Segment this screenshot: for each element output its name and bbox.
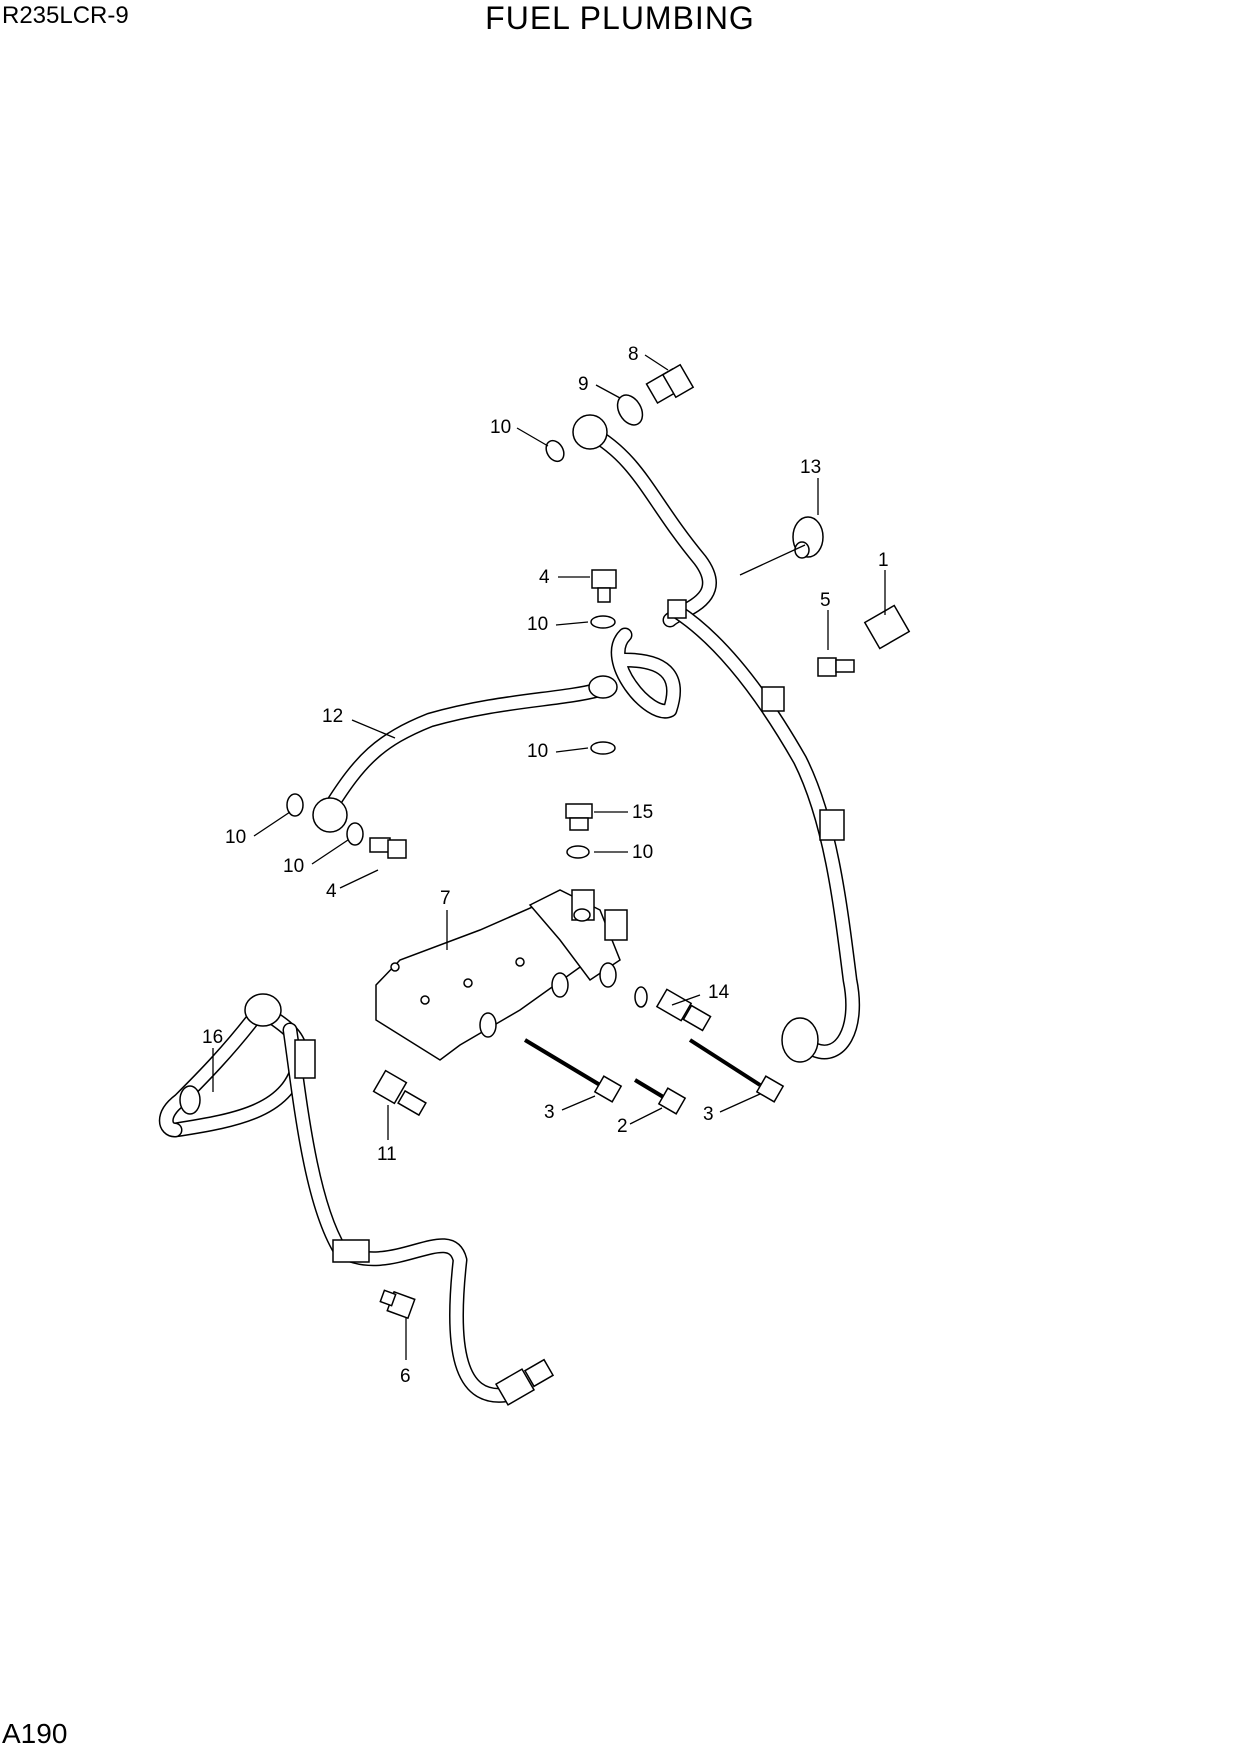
callout-4: 4 [326,881,337,902]
washer-10-top [545,439,565,463]
bolt-3-right [688,1038,762,1087]
callout-10: 10 [632,842,653,863]
plug-15 [565,803,593,831]
callout-13: 13 [800,457,821,478]
pipe-clip-upper [761,686,785,712]
leader-lines [212,354,886,1360]
callout-7: 7 [440,888,451,909]
tee-joint [667,599,687,619]
callout-8: 8 [628,344,639,365]
fitting-14 [655,988,712,1032]
fitting-16-a [244,993,282,1027]
filter-head-7 [375,889,628,1061]
callout-12: 12 [322,706,343,727]
callout-2: 2 [617,1116,628,1137]
parts [179,363,911,1406]
bolt-2 [633,1078,667,1100]
washer-10-left-b [346,822,364,846]
clamp-lower [332,1239,370,1263]
callout-10: 10 [527,614,548,635]
washer-10-left-a [286,793,304,817]
callouts: 8 9 10 13 1 4 10 5 12 10 15 10 10 10 4 7… [202,344,889,1387]
callout-1: 1 [878,550,889,571]
fitting-16-b [179,1085,201,1115]
eye-fitting-top [572,414,608,450]
bolt-4-lower [369,837,407,859]
block-1 [863,604,911,650]
pipe-clip-lower [819,809,845,841]
callout-10: 10 [490,417,511,438]
end-fitting-right [781,1017,819,1063]
callout-9: 9 [578,374,589,395]
callout-6: 6 [400,1366,411,1387]
washer-9 [616,394,644,426]
bolt-4-upper [591,569,617,603]
bracket-16 [294,1039,316,1079]
bolt-3-left [523,1038,602,1087]
oring-14 [634,986,648,1008]
page-id: A190 [2,1718,68,1749]
connector-11 [372,1069,427,1117]
end-fitting-bottom [494,1358,555,1406]
model-code: R235LCR-9 [2,2,129,29]
callout-4: 4 [539,567,550,588]
washer-10-upper [590,615,616,629]
callout-3: 3 [703,1104,714,1125]
callout-14: 14 [708,982,730,1003]
callout-11: 11 [377,1144,397,1165]
clamp-13 [792,516,824,559]
callout-10: 10 [527,741,548,762]
bolt-5 [817,657,855,677]
callout-16: 16 [202,1027,223,1048]
callout-10: 10 [225,827,246,848]
eye-fitting-left [312,797,348,833]
eye-fitting-mid [588,675,618,699]
bolt-6 [379,1289,416,1320]
callout-15: 15 [632,802,653,823]
pipes [158,424,861,1403]
page-title: FUEL PLUMBING [485,0,755,36]
callout-3: 3 [544,1102,555,1123]
connector-8 [645,363,695,405]
washer-10-lower [590,741,616,755]
callout-5: 5 [820,590,831,611]
callout-10: 10 [283,856,304,877]
oring-10 [566,845,590,859]
